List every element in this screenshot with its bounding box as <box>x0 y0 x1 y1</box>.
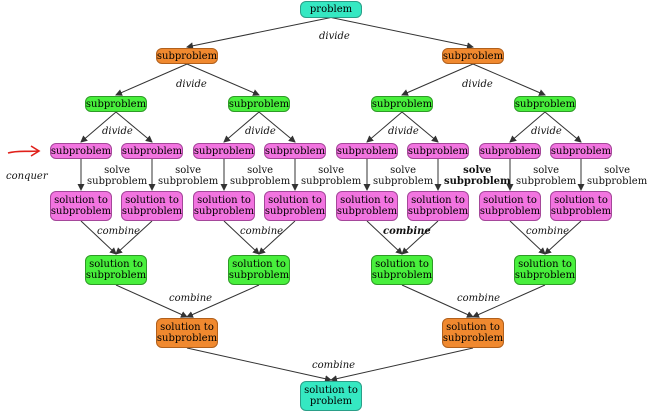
node-sol-l4-1: solution to subproblem <box>121 191 183 221</box>
edge-node-sol-l4-2-to-node-sol-l5-1 <box>223 220 260 255</box>
node-sol-l4-0: solution to subproblem <box>50 191 112 221</box>
edge-node-problem-to-node-sub-l1-b <box>330 17 474 50</box>
label-divide-right: divide <box>462 79 493 90</box>
edge-node-sol-l6-a-to-node-final-solution <box>186 347 332 383</box>
label-solve-7: solve subproblem <box>587 165 648 187</box>
node-sub-l3-3: subproblem <box>264 143 326 159</box>
edge-node-sub-l2-2-to-node-sub-l3-4 <box>366 111 403 143</box>
label-solve-3: solve subproblem <box>301 165 362 187</box>
edge-node-sub-l1-b-to-node-sub-l2-3 <box>472 63 546 96</box>
edge-node-sol-l4-4-to-node-sol-l5-2 <box>366 220 403 255</box>
node-sol-l5-2: solution to subproblem <box>371 255 433 285</box>
label-combine-l4-0: combine <box>97 226 141 237</box>
edge-node-sub-l1-a-to-node-sub-l2-1 <box>186 63 260 96</box>
label-divide-l2-1: divide <box>245 126 276 137</box>
edge-node-sol-l4-3-to-node-sol-l5-1 <box>258 220 296 255</box>
node-sol-l6-a: solution to subproblem <box>156 318 218 348</box>
label-divide-l2-0: divide <box>102 126 133 137</box>
node-sub-l3-5: subproblem <box>407 143 469 159</box>
label-solve-4: solve subproblem <box>373 165 434 187</box>
node-sol-l6-b: solution to subproblem <box>442 318 504 348</box>
edge-node-sol-l5-0-to-node-sol-l6-a <box>115 284 188 318</box>
label-combine-l4-2: combine <box>383 226 431 237</box>
node-sol-l4-6: solution to subproblem <box>479 191 541 221</box>
edge-node-sol-l4-6-to-node-sol-l5-3 <box>509 220 546 255</box>
edge-node-sol-l5-3-to-node-sol-l6-b <box>472 284 546 318</box>
node-sub-l1-b: subproblem <box>442 48 504 64</box>
edge-node-sub-l2-3-to-node-sub-l3-7 <box>544 111 582 143</box>
node-sol-l5-1: solution to subproblem <box>228 255 290 285</box>
label-divide-l2-3: divide <box>531 126 562 137</box>
label-divide-l2-2: divide <box>388 126 419 137</box>
label-solve-2: solve subproblem <box>230 165 291 187</box>
label-solve-1: solve subproblem <box>158 165 219 187</box>
edge-node-sol-l5-2-to-node-sol-l6-b <box>401 284 474 318</box>
node-sol-l4-7: solution to subproblem <box>550 191 612 221</box>
label-combine-right: combine <box>457 293 501 304</box>
edge-node-sol-l6-b-to-node-final-solution <box>330 347 474 383</box>
red-arrow-annotation <box>7 145 41 157</box>
node-sub-l3-1: subproblem <box>121 143 183 159</box>
node-sub-l2-2: subproblem <box>371 96 433 112</box>
edge-node-problem-to-node-sub-l1-a <box>186 17 332 50</box>
node-final-solution: solution to problem <box>300 381 362 411</box>
node-sol-l4-3: solution to subproblem <box>264 191 326 221</box>
label-solve-0: solve subproblem <box>87 165 148 187</box>
label-solve-6: solve subproblem <box>516 165 577 187</box>
node-sub-l3-2: subproblem <box>193 143 255 159</box>
edge-node-sol-l4-7-to-node-sol-l5-3 <box>544 220 582 255</box>
label-conquer: conquer <box>6 171 48 182</box>
node-problem: problem <box>300 0 362 18</box>
edge-node-sol-l4-5-to-node-sol-l5-2 <box>401 220 439 255</box>
node-sol-l5-3: solution to subproblem <box>514 255 576 285</box>
node-sub-l3-6: subproblem <box>479 143 541 159</box>
edge-node-sub-l1-b-to-node-sub-l2-2 <box>401 63 474 96</box>
edge-node-sol-l4-0-to-node-sol-l5-0 <box>80 220 117 255</box>
edge-node-sub-l2-2-to-node-sub-l3-5 <box>401 111 439 143</box>
edge-node-sub-l2-0-to-node-sub-l3-0 <box>80 111 117 143</box>
edge-node-sub-l2-1-to-node-sub-l3-2 <box>223 111 260 143</box>
node-sub-l3-4: subproblem <box>336 143 398 159</box>
label-divide-left: divide <box>176 79 207 90</box>
node-sub-l3-0: subproblem <box>50 143 112 159</box>
node-sol-l4-4: solution to subproblem <box>336 191 398 221</box>
label-solve-5: solve subproblem <box>444 165 511 187</box>
label-divide-top: divide <box>319 31 350 42</box>
label-combine-bottom: combine <box>312 360 356 371</box>
edge-node-sub-l2-0-to-node-sub-l3-1 <box>115 111 153 143</box>
node-sol-l5-0: solution to subproblem <box>85 255 147 285</box>
edge-node-sol-l4-1-to-node-sol-l5-0 <box>115 220 153 255</box>
label-combine-left: combine <box>169 293 213 304</box>
label-combine-l4-3: combine <box>526 226 570 237</box>
label-combine-l4-1: combine <box>240 226 284 237</box>
node-sub-l2-0: subproblem <box>85 96 147 112</box>
edge-node-sub-l1-a-to-node-sub-l2-0 <box>115 63 188 96</box>
edge-node-sol-l5-1-to-node-sol-l6-a <box>186 284 260 318</box>
node-sub-l1-a: subproblem <box>156 48 218 64</box>
edge-node-sub-l2-1-to-node-sub-l3-3 <box>258 111 296 143</box>
node-sub-l3-7: subproblem <box>550 143 612 159</box>
node-sol-l4-2: solution to subproblem <box>193 191 255 221</box>
node-sol-l4-5: solution to subproblem <box>407 191 469 221</box>
edge-node-sub-l2-3-to-node-sub-l3-6 <box>509 111 546 143</box>
node-sub-l2-3: subproblem <box>514 96 576 112</box>
node-sub-l2-1: subproblem <box>228 96 290 112</box>
